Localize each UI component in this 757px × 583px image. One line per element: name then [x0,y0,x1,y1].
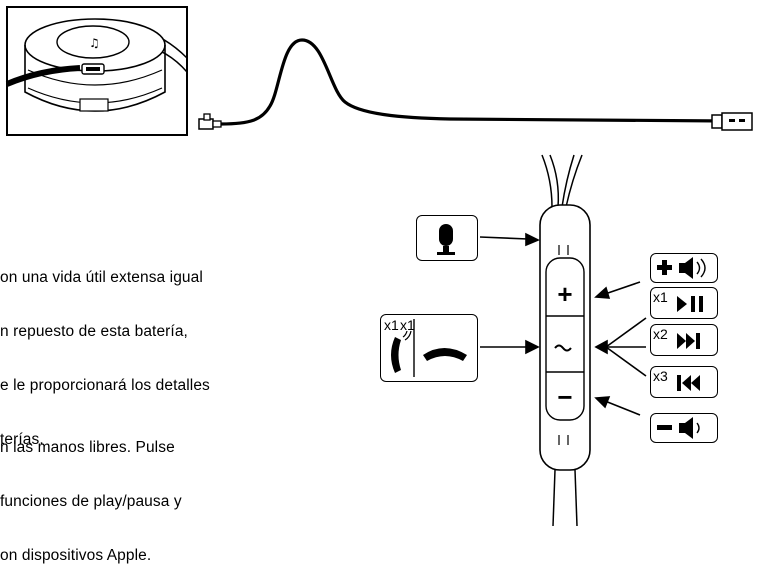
battery-line-2: n repuesto de esta batería, [0,323,188,340]
battery-line-1: on una vida útil extensa igual [0,269,203,286]
volume-up-box [650,253,718,283]
inline-remote [539,154,591,526]
battery-paragraph: on una vida útil extensa igual n repuest… [0,233,210,467]
call-icons [391,319,467,377]
arrows [479,232,647,416]
call-box: x1 x1 [380,314,478,382]
diagram-artwork: ♫ [5,6,753,526]
volume-down-icon [657,417,700,439]
play-pause-box: x1 [650,287,718,319]
previous-track-press-label: x3 [653,368,668,384]
hangup-press-label: x1 [400,317,415,333]
handsfree-paragraph: n las manos libres. Pulse funciones de p… [0,403,182,583]
handsfree-line-1: n las manos libres. Pulse [0,439,175,456]
previous-track-box: x3 [650,366,718,398]
next-track-box: x2 [650,324,718,356]
answer-press-label: x1 [384,317,399,333]
volume-up-button-symbol: + [557,279,573,309]
volume-down-button-symbol: − [557,382,573,412]
phone-answer-icon [391,330,412,373]
phone-hangup-icon [423,348,467,361]
volume-up-icon [657,257,706,279]
microphone-box [416,215,478,261]
svg-text:♫: ♫ [89,36,100,50]
volume-down-box [650,413,718,443]
battery-line-4: terías. [0,431,44,448]
next-track-icon [677,333,700,349]
headphone-inset: ♫ [5,6,188,136]
handsfree-line-2: funciones de play/pausa y [0,493,182,510]
play-pause-icon [677,296,703,312]
handsfree-line-3: on dispositivos Apple. [0,547,152,564]
usb-cable [198,38,753,131]
play-pause-press-label: x1 [653,289,668,305]
microphone-icon [437,224,455,255]
battery-line-3: e le proporcionará los detalles [0,377,210,394]
next-track-press-label: x2 [653,326,668,342]
previous-track-icon [677,375,700,391]
